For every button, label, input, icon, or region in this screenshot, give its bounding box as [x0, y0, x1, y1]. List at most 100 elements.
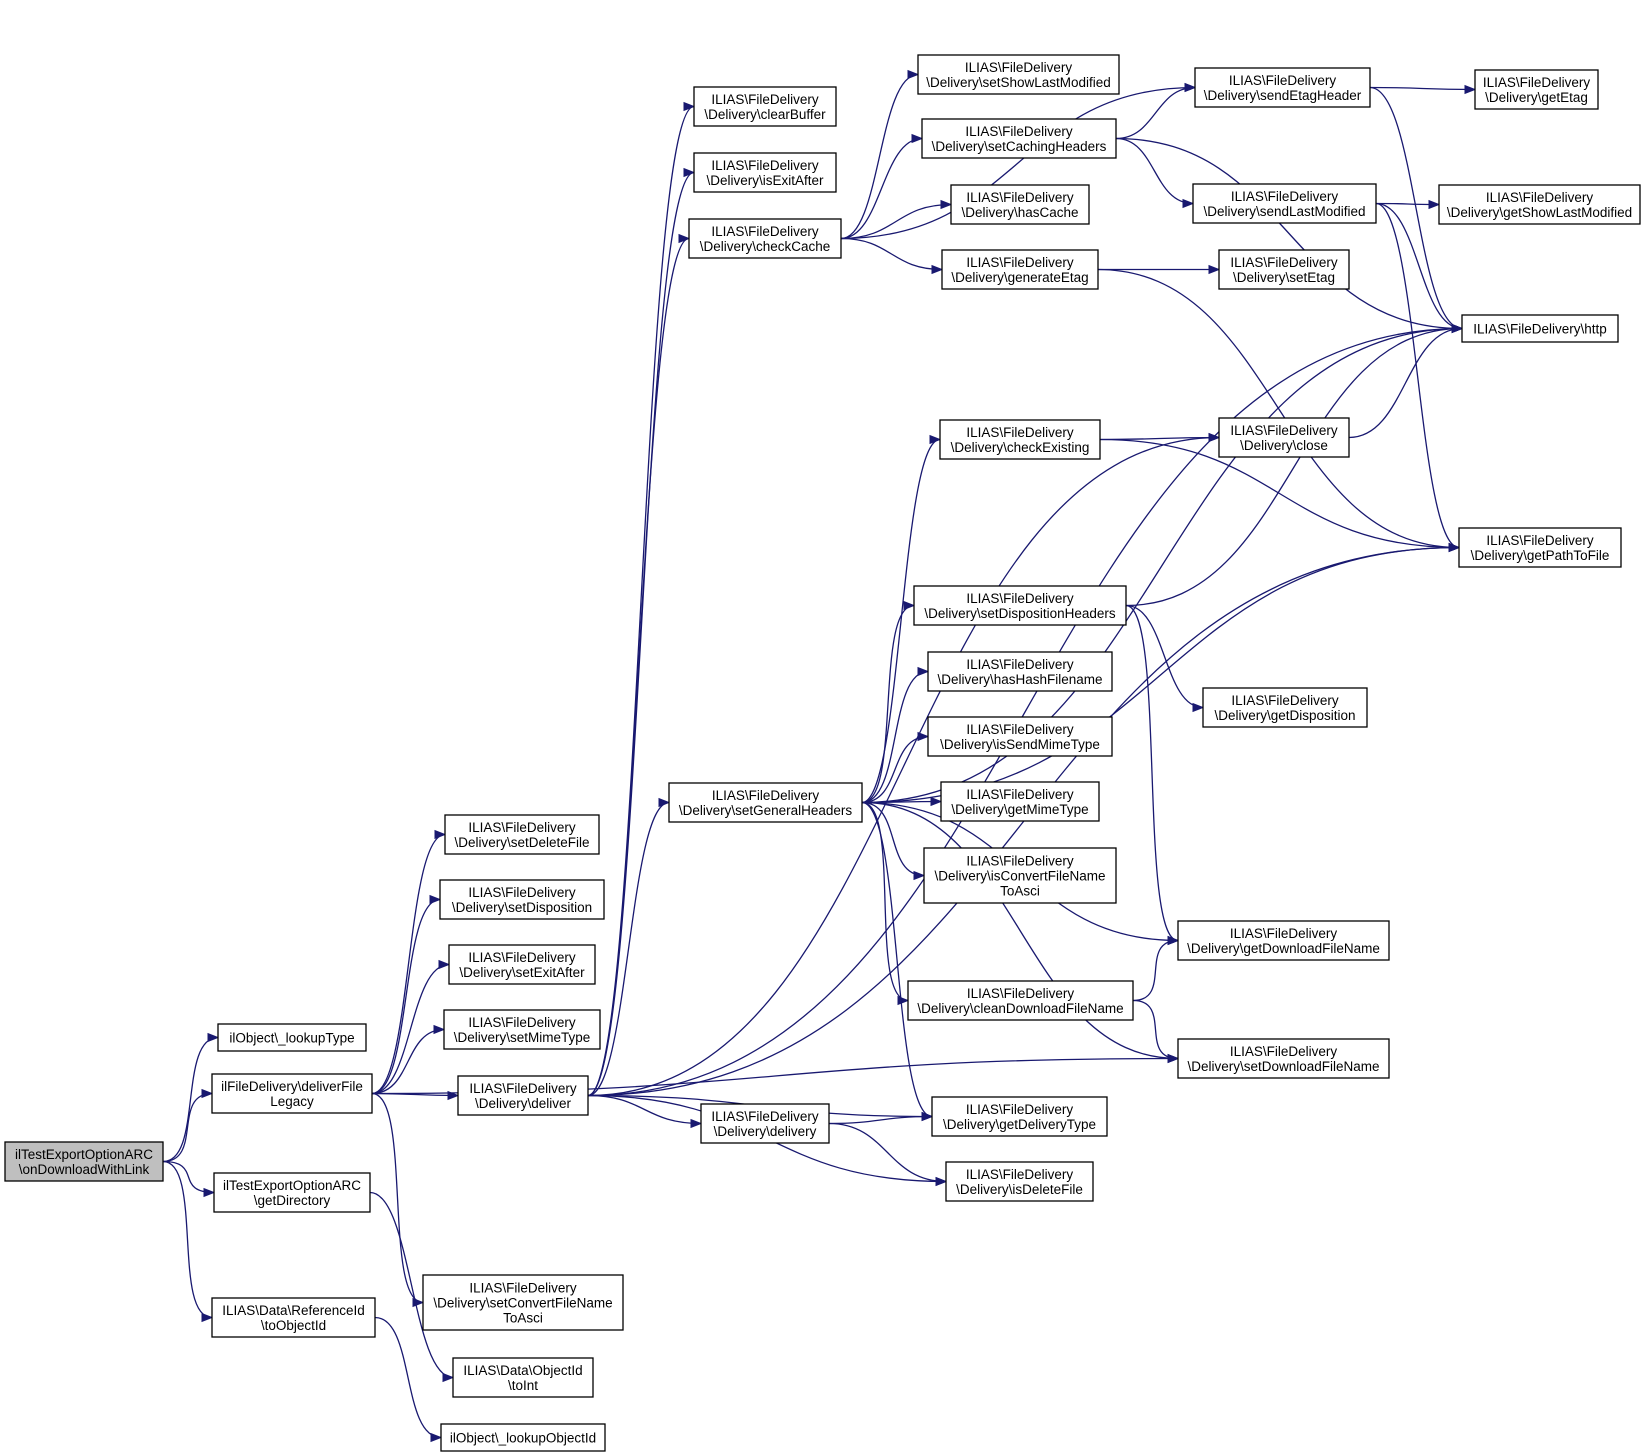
node-checkCache[interactable]: ILIAS\FileDelivery\Delivery\checkCache — [688, 218, 842, 259]
node-getEtag[interactable]: ILIAS\FileDelivery\Delivery\getEtag — [1474, 69, 1599, 110]
edge-close-to-http — [1348, 323, 1464, 439]
edge — [587, 432, 1221, 1097]
node-getDisposition[interactable]: ILIAS\FileDelivery\Delivery\getDispositi… — [1202, 687, 1368, 728]
node-setExitAfter[interactable]: ILIAS\FileDelivery\Delivery\setExitAfter — [448, 944, 596, 985]
node-box — [439, 879, 605, 920]
node-getDownloadFileName[interactable]: ILIAS\FileDelivery\Delivery\getDownloadF… — [1177, 920, 1390, 961]
edge-deliverFileLegacy-to-setExitAfter — [371, 959, 451, 1095]
edge — [1369, 86, 1464, 334]
node-isSendMimeType[interactable]: ILIAS\FileDelivery\Delivery\isSendMimeTy… — [927, 716, 1113, 757]
node-box — [923, 847, 1117, 904]
node-getDeliveryType[interactable]: ILIAS\FileDelivery\Delivery\getDeliveryT… — [931, 1096, 1108, 1137]
edge-deliverFileLegacy-to-setDeleteFile — [371, 829, 447, 1095]
node-label: ILIAS\FileDelivery — [1230, 926, 1338, 941]
edge — [861, 801, 934, 1122]
edge — [1125, 604, 1205, 713]
node-getShowLastModified[interactable]: ILIAS\FileDelivery\Delivery\getShowLastM… — [1438, 184, 1641, 225]
edge-setGeneralHeaders-to-getDeliveryType — [861, 801, 934, 1122]
node-setMimeType[interactable]: ILIAS\FileDelivery\Delivery\setMimeType — [443, 1009, 601, 1050]
node-close[interactable]: ILIAS\FileDelivery\Delivery\close — [1218, 417, 1350, 458]
edge-checkCache-to-sendEtagHeader — [840, 82, 1197, 240]
node-hasCache[interactable]: ILIAS\FileDelivery\Delivery\hasCache — [950, 184, 1090, 225]
node-label: ToAsci — [1000, 884, 1040, 899]
node-label: \onDownloadWithLink — [19, 1162, 150, 1177]
node-label: \toObjectId — [261, 1318, 326, 1333]
node-toInt[interactable]: ILIAS\Data\ObjectId\toInt — [452, 1357, 594, 1398]
node-box — [444, 814, 600, 855]
node-setDownloadFileName[interactable]: ILIAS\FileDelivery\Delivery\setDownloadF… — [1177, 1038, 1390, 1079]
node-setGeneralHeaders[interactable]: ILIAS\FileDelivery\Delivery\setGeneralHe… — [668, 782, 863, 823]
node-label: Legacy — [270, 1094, 314, 1109]
node-label: \Delivery\delivery — [714, 1124, 817, 1139]
edge-sendEtagHeader-to-getEtag — [1369, 84, 1477, 95]
node-sendLastModified[interactable]: ILIAS\FileDelivery\Delivery\sendLastModi… — [1192, 183, 1377, 224]
node-isExitAfter[interactable]: ILIAS\FileDelivery\Delivery\isExitAfter — [693, 152, 837, 193]
node-label: ILIAS\FileDelivery — [468, 820, 576, 835]
edge-setCachingHeaders-to-sendLastModified — [1115, 137, 1195, 209]
edge-checkCache-to-setCachingHeaders — [840, 133, 924, 240]
node-sendEtagHeader[interactable]: ILIAS\FileDelivery\Delivery\sendEtagHead… — [1194, 67, 1371, 108]
node-label: \Delivery\checkCache — [700, 239, 831, 254]
edge-sendLastModified-to-getPathToFile — [1375, 202, 1461, 553]
node-getDirectory[interactable]: ilTestExportOptionARC\getDirectory — [213, 1172, 371, 1213]
node-isDeleteFile[interactable]: ILIAS\FileDelivery\Delivery\isDeleteFile — [945, 1161, 1094, 1202]
node-box — [1177, 920, 1390, 961]
edge-deliver-to-http — [587, 323, 1464, 1097]
node-setDeleteFile[interactable]: ILIAS\FileDelivery\Delivery\setDeleteFil… — [444, 814, 600, 855]
node-label: ILIAS\FileDelivery — [966, 255, 1074, 270]
node-getPathToFile[interactable]: ILIAS\FileDelivery\Delivery\getPathToFil… — [1458, 527, 1622, 568]
edge-deliverFileLegacy-to-setConvertFileNameToAsci — [371, 1092, 425, 1308]
node-label: \Delivery\setEtag — [1233, 270, 1335, 285]
node-cleanDownloadFileName[interactable]: ILIAS\FileDelivery\Delivery\cleanDownloa… — [907, 980, 1134, 1021]
edge-delivery-to-getDeliveryType — [828, 1111, 934, 1125]
node-lookupObjectId[interactable]: ilObject\_lookupObjectId — [440, 1423, 606, 1452]
node-checkExisting[interactable]: ILIAS\FileDelivery\Delivery\checkExistin… — [939, 419, 1101, 460]
node-box — [917, 54, 1120, 95]
node-label: ILIAS\Data\ObjectId — [463, 1363, 582, 1378]
node-label: ILIAS\FileDelivery — [712, 788, 820, 803]
edge — [828, 1122, 948, 1187]
node-delivery[interactable]: ILIAS\FileDelivery\Delivery\delivery — [700, 1103, 830, 1144]
node-isConvertFileNameToAsci[interactable]: ILIAS\FileDelivery\Delivery\isConvertFil… — [923, 847, 1117, 904]
edge — [1375, 199, 1441, 210]
node-root[interactable]: ilTestExportOptionARC\onDownloadWithLink — [4, 1141, 164, 1182]
edge — [861, 666, 930, 804]
node-box — [4, 1141, 164, 1182]
node-setConvertFileNameToAsci[interactable]: ILIAS\FileDelivery\Delivery\setConvertFi… — [422, 1274, 624, 1331]
node-label: ILIAS\FileDelivery — [711, 92, 819, 107]
node-generateEtag[interactable]: ILIAS\FileDelivery\Delivery\generateEtag — [941, 249, 1099, 290]
node-label: ilTestExportOptionARC — [15, 1147, 153, 1162]
node-setShowLastModified[interactable]: ILIAS\FileDelivery\Delivery\setShowLastM… — [917, 54, 1120, 95]
node-label: ILIAS\FileDelivery — [966, 591, 1074, 606]
node-setDisposition[interactable]: ILIAS\FileDelivery\Delivery\setDispositi… — [439, 879, 605, 920]
node-toObjectId[interactable]: ILIAS\Data\ReferenceId\toObjectId — [211, 1297, 376, 1338]
edge-setGeneralHeaders-to-hasHashFilename — [861, 666, 930, 804]
node-box — [700, 1103, 830, 1144]
node-setCachingHeaders[interactable]: ILIAS\FileDelivery\Delivery\setCachingHe… — [921, 118, 1117, 159]
node-setDispositionHeaders[interactable]: ILIAS\FileDelivery\Delivery\setDispositi… — [913, 585, 1127, 626]
edge-setGeneralHeaders-to-cleanDownloadFileName — [861, 801, 910, 1006]
edge-deliverFileLegacy-to-setDisposition — [371, 894, 442, 1095]
node-label: ILIAS\FileDelivery — [469, 1081, 577, 1096]
node-hasHashFilename[interactable]: ILIAS\FileDelivery\Delivery\hasHashFilen… — [927, 651, 1113, 692]
node-label: \Delivery\getDeliveryType — [943, 1117, 1096, 1132]
node-deliver[interactable]: ILIAS\FileDelivery\Delivery\deliver — [457, 1075, 589, 1116]
edge-setGeneralHeaders-to-checkExisting — [861, 434, 942, 804]
node-getMimeType[interactable]: ILIAS\FileDelivery\Delivery\getMimeType — [940, 781, 1100, 822]
node-box — [950, 184, 1090, 225]
edge — [1375, 202, 1464, 334]
node-box — [907, 980, 1134, 1021]
node-http[interactable]: ILIAS\FileDelivery\http — [1461, 314, 1619, 343]
node-label: ILIAS\FileDelivery — [1230, 1044, 1338, 1059]
edge — [587, 323, 1464, 1097]
node-setEtag[interactable]: ILIAS\FileDelivery\Delivery\setEtag — [1218, 249, 1350, 290]
node-clearBuffer[interactable]: ILIAS\FileDelivery\Delivery\clearBuffer — [693, 86, 837, 127]
edge-checkCache-to-generateEtag — [840, 237, 944, 275]
edge-cleanDownloadFileName-to-getDownloadFileName — [1132, 935, 1180, 1002]
node-label: \Delivery\setDispositionHeaders — [924, 606, 1116, 621]
node-lookupType[interactable]: ilObject\_lookupType — [217, 1023, 367, 1052]
node-label: \Delivery\isSendMimeType — [940, 737, 1100, 752]
node-label: ToAsci — [503, 1311, 543, 1326]
node-label: \Delivery\sendEtagHeader — [1204, 88, 1362, 103]
